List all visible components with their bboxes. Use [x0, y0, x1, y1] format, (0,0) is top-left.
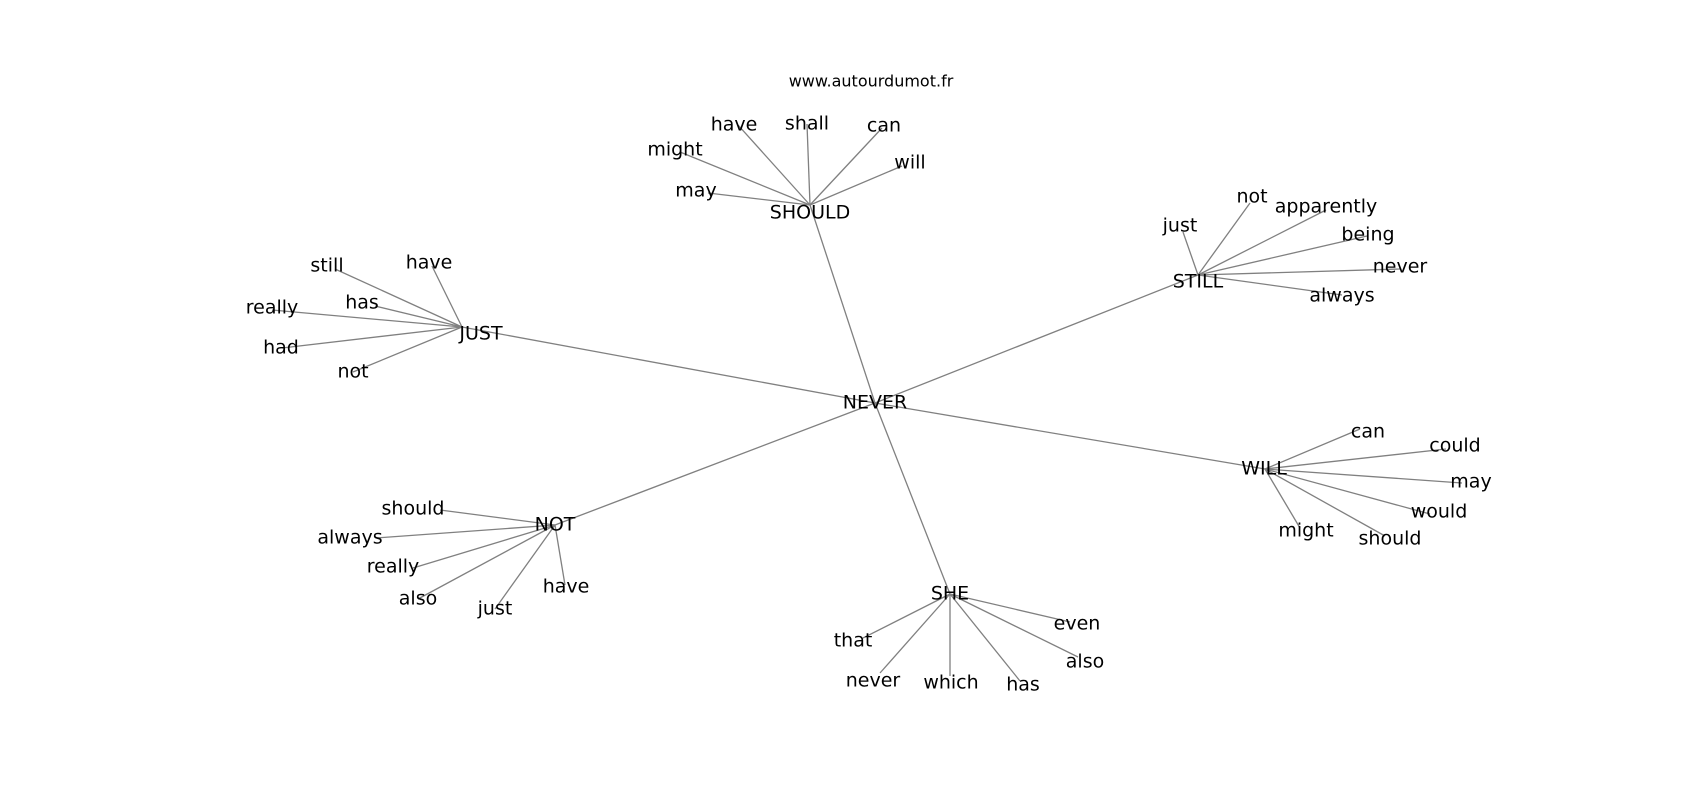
edge-center-still	[874, 274, 1199, 404]
edge-center-she	[874, 402, 951, 595]
edge-should-will	[809, 165, 903, 206]
edge-will-may	[1264, 468, 1463, 484]
edge-will-could	[1264, 448, 1447, 470]
edge-just-really	[271, 309, 463, 328]
hub-node-should: SHOULD	[770, 202, 850, 224]
leaf-node-still-just: just	[1162, 215, 1198, 237]
leaf-node-just-have: have	[406, 252, 453, 274]
leaf-node-just-had: had	[263, 337, 299, 359]
edge-still-not	[1197, 202, 1251, 276]
edge-she-also	[949, 593, 1079, 658]
leaf-node-will-can: can	[1351, 421, 1385, 443]
leaf-node-not-really: really	[367, 556, 420, 578]
edge-still-never	[1197, 268, 1401, 276]
leaf-node-not-should: should	[382, 498, 445, 520]
edge-just-has	[374, 305, 463, 328]
edge-will-should	[1264, 468, 1386, 537]
edge-should-have	[737, 124, 811, 206]
leaf-node-just-not: not	[337, 361, 368, 383]
edge-not-just	[494, 524, 556, 610]
edge-should-shall	[806, 123, 811, 206]
edge-not-have	[554, 524, 566, 586]
leaf-node-will-should: should	[1359, 528, 1422, 550]
leaf-node-she-that: that	[834, 630, 873, 652]
leaf-node-should-may: may	[675, 180, 716, 202]
leaf-node-not-have: have	[543, 576, 590, 598]
leaf-node-should-have: have	[711, 114, 758, 136]
leaf-node-will-would: would	[1411, 501, 1468, 523]
leaf-node-she-never: never	[846, 670, 901, 692]
edge-still-always	[1197, 274, 1343, 296]
edge-center-not	[554, 402, 876, 526]
leaf-node-still-apparently: apparently	[1275, 196, 1378, 218]
edge-will-can	[1264, 428, 1361, 470]
leaf-node-still-always: always	[1309, 285, 1374, 307]
edge-just-have	[431, 265, 463, 328]
leaf-node-just-still: still	[310, 255, 343, 277]
leaf-node-just-really: really	[246, 297, 299, 319]
leaf-node-she-which: which	[923, 672, 978, 694]
leaf-node-she-has: has	[1006, 674, 1040, 696]
edge-should-may	[707, 192, 811, 206]
edge-she-even	[949, 593, 1071, 623]
edge-she-has	[949, 593, 1021, 682]
leaf-node-just-has: has	[345, 292, 379, 314]
edge-just-had	[281, 326, 463, 349]
leaf-node-not-just: just	[477, 598, 513, 620]
leaf-node-still-never: never	[1373, 256, 1428, 278]
edge-center-just	[461, 326, 876, 404]
leaf-node-not-also: also	[399, 588, 437, 610]
edge-center-should	[809, 204, 876, 404]
edge-still-just	[1182, 231, 1199, 276]
leaf-node-she-also: also	[1066, 651, 1104, 673]
center-node-label: NEVER	[843, 392, 907, 414]
graph-edges	[271, 123, 1463, 682]
hub-node-not: NOT	[535, 514, 576, 536]
edge-she-that	[862, 593, 951, 639]
leaf-node-not-always: always	[317, 527, 382, 549]
hub-node-just: JUST	[458, 323, 503, 345]
edge-will-might	[1264, 468, 1301, 529]
leaf-node-will-could: could	[1429, 435, 1480, 457]
site-url-label[interactable]: www.autourdumot.fr	[789, 72, 954, 91]
edge-not-also	[417, 524, 556, 600]
hub-node-she: SHE	[931, 583, 969, 605]
edge-she-never	[879, 593, 951, 674]
edge-should-can	[809, 127, 883, 206]
edge-will-would	[1264, 468, 1431, 515]
leaf-node-should-shall: shall	[785, 113, 829, 135]
leaf-node-still-being: being	[1341, 224, 1394, 246]
leaf-node-should-might: might	[647, 139, 702, 161]
leaf-node-should-will: will	[894, 152, 925, 174]
edge-not-always	[375, 524, 556, 539]
edge-still-apparently	[1197, 209, 1327, 276]
leaf-node-will-might: might	[1278, 520, 1333, 542]
edge-still-being	[1197, 235, 1368, 276]
edge-just-still	[334, 268, 463, 328]
edge-just-not	[352, 326, 463, 373]
leaf-node-will-may: may	[1450, 471, 1491, 493]
graph-labels: www.autourdumot.fr NEVER SHOULD have shall…	[246, 72, 1492, 696]
leaf-node-should-can: can	[867, 115, 901, 137]
hub-node-will: WILL	[1241, 458, 1287, 480]
edge-not-really	[412, 524, 556, 569]
edge-should-might	[679, 151, 811, 206]
edge-center-will	[874, 402, 1266, 470]
leaf-node-she-even: even	[1054, 613, 1101, 635]
hub-node-still: STILL	[1173, 271, 1224, 293]
edge-not-should	[439, 509, 556, 526]
leaf-node-still-not: not	[1236, 186, 1267, 208]
